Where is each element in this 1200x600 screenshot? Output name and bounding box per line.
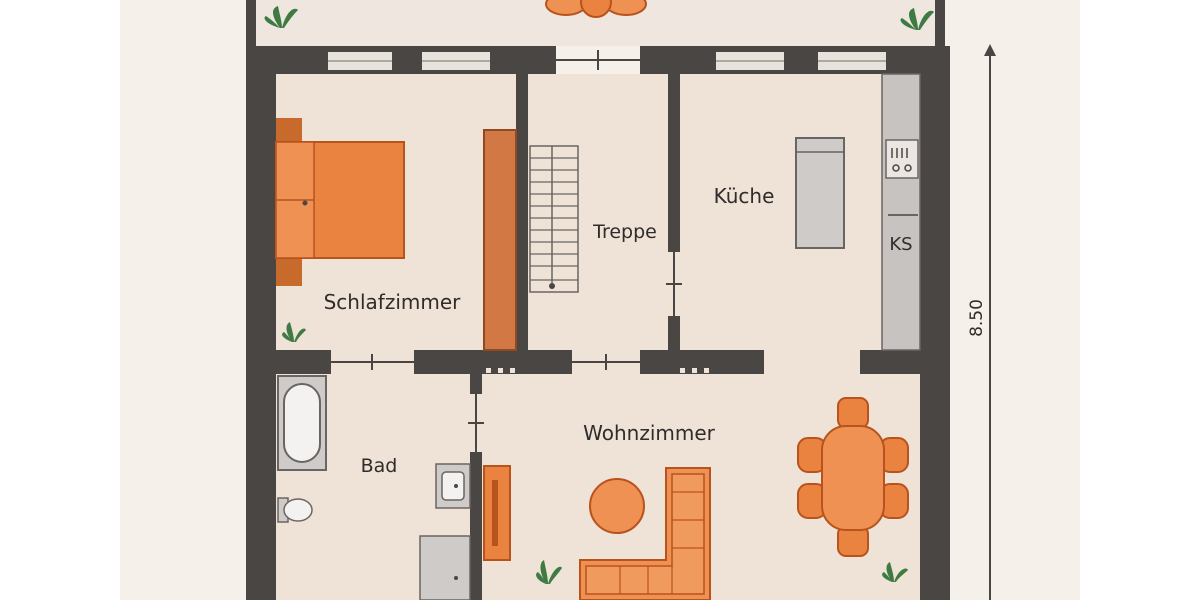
shower	[419, 535, 471, 600]
plant-icon	[264, 6, 298, 28]
tv-cabinet	[483, 465, 511, 561]
top-windows	[328, 52, 886, 70]
room-label-ks: KS	[889, 234, 912, 255]
bed	[275, 118, 405, 286]
room-label-bad: Bad	[361, 455, 398, 477]
room-label-schlafzimmer: Schlafzimmer	[324, 290, 462, 314]
doors	[331, 252, 682, 452]
room-label-treppe: Treppe	[592, 221, 657, 243]
plant-icon	[900, 8, 934, 30]
plant-icon	[536, 560, 562, 584]
coffee-table	[589, 478, 645, 534]
wardrobe	[483, 129, 517, 351]
dining-table	[797, 397, 909, 557]
plant-icon	[882, 562, 908, 582]
interior-walls	[276, 74, 920, 600]
wall-vents	[486, 368, 709, 373]
room-label-wohnzimmer: Wohnzimmer	[583, 421, 716, 445]
kitchen-island	[795, 137, 845, 249]
plant-icon	[282, 322, 306, 342]
stove-icon	[891, 148, 912, 172]
toilet	[277, 497, 313, 523]
sofa	[579, 467, 711, 600]
balcony-door	[556, 50, 640, 70]
dimension-label: 8.50	[967, 299, 987, 337]
staircase	[529, 145, 579, 293]
bathtub	[277, 375, 327, 471]
sink	[435, 463, 471, 509]
outer-walls	[246, 0, 950, 600]
dimension-line	[984, 44, 996, 600]
balcony-seating	[545, 0, 647, 18]
kitchen-counter	[881, 73, 921, 351]
room-label-kueche: Küche	[714, 184, 775, 208]
